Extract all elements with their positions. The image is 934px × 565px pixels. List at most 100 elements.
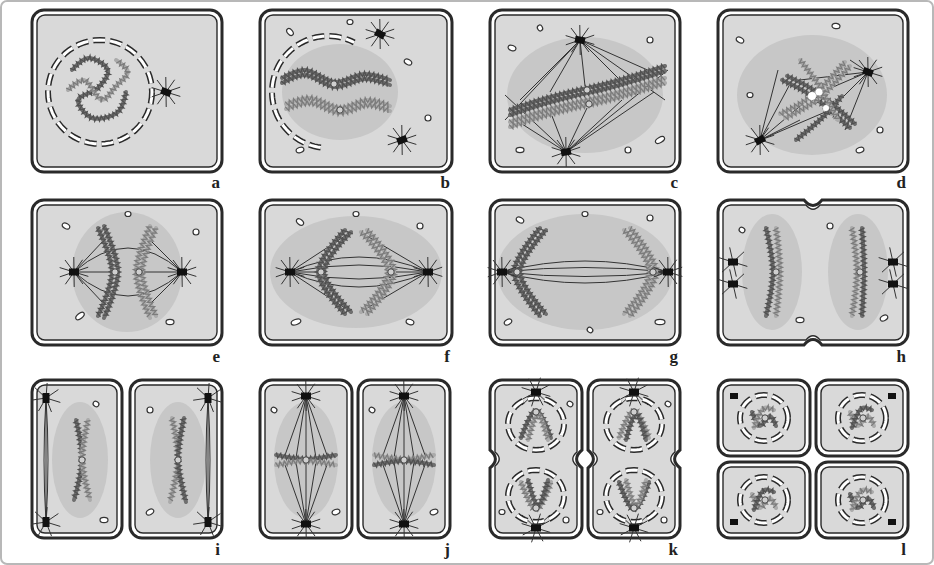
cell-wall — [37, 205, 217, 340]
chromatid — [525, 414, 549, 440]
centrosome — [574, 36, 585, 45]
vesicle — [536, 24, 543, 32]
chromatid — [281, 73, 387, 90]
nuclear-envelope — [508, 398, 564, 450]
centrosome — [366, 19, 395, 49]
centrosome — [301, 521, 311, 528]
centrosome — [69, 269, 79, 276]
cell-wall — [32, 10, 222, 172]
centrosome — [292, 509, 321, 539]
chromatid — [517, 230, 548, 315]
spindle-fibre — [150, 240, 182, 272]
vesicle — [647, 215, 653, 221]
spindle-fibre — [306, 462, 328, 524]
nuclear-envelope — [48, 40, 152, 144]
vesicle — [125, 212, 131, 217]
cell-wall — [130, 380, 222, 538]
centrosome — [879, 269, 908, 298]
spindle-fibre — [296, 396, 306, 458]
chromatid — [774, 228, 783, 316]
centromere — [136, 269, 142, 275]
centrosome — [629, 525, 639, 532]
vesicle — [661, 517, 667, 523]
spindle-fibre — [306, 462, 307, 524]
cell-wall — [130, 380, 222, 538]
centrosome — [423, 269, 433, 276]
cell-wall — [490, 10, 680, 172]
chromatid — [850, 487, 871, 509]
centrosome — [730, 519, 738, 525]
centromere — [175, 457, 181, 463]
vesicle — [285, 27, 294, 36]
chromatid — [285, 101, 388, 116]
cell-wall — [718, 200, 908, 345]
cell-wall — [593, 385, 675, 533]
vesicle — [664, 400, 672, 407]
spindle-zone — [150, 402, 206, 518]
cell-wall — [260, 200, 452, 345]
vesicle — [507, 44, 516, 52]
nuclear-envelope — [606, 470, 662, 522]
chromatid — [623, 414, 647, 440]
spindle-fibre — [404, 462, 405, 524]
centrosome — [522, 378, 551, 407]
cell-wall — [260, 380, 352, 538]
vesicle — [74, 311, 85, 321]
centromere — [631, 505, 637, 511]
cell-wall — [135, 385, 217, 533]
cell-wall — [265, 15, 447, 167]
vesicle — [147, 407, 153, 413]
centrosome — [285, 269, 295, 276]
chromatid — [168, 417, 180, 502]
centrosome — [888, 281, 898, 288]
centrosome — [654, 257, 683, 287]
centromere — [112, 269, 118, 275]
chromatid — [526, 479, 550, 508]
cell-wall — [816, 462, 908, 538]
nuclear-envelope — [508, 470, 564, 522]
chromatid — [175, 418, 188, 502]
spindle-fibre — [550, 40, 580, 92]
panel-letter: e — [212, 348, 220, 366]
centrosome — [205, 517, 212, 527]
cell-wall — [495, 385, 577, 533]
vesicle — [499, 510, 505, 515]
spindle-zone — [742, 214, 802, 330]
cells — [32, 10, 908, 538]
centromere — [860, 497, 866, 503]
centromere — [586, 101, 592, 107]
spindle-fibre — [74, 272, 182, 296]
chromatid — [784, 65, 850, 120]
centrosome — [560, 148, 571, 157]
cell-wall — [260, 380, 352, 538]
spindle-fibre — [150, 272, 182, 304]
chromatid — [624, 479, 648, 508]
chromatid — [623, 228, 653, 314]
centrosome — [399, 393, 409, 400]
panel-letter: j — [444, 541, 450, 559]
chromatid — [799, 58, 840, 118]
centrosome — [566, 25, 595, 55]
cell-wall — [32, 10, 222, 172]
centrosome — [396, 135, 408, 145]
vesicle — [655, 319, 665, 324]
cell-wall — [816, 380, 908, 456]
chromatid — [850, 405, 872, 428]
vesicle — [647, 37, 653, 43]
vesicle — [290, 318, 301, 326]
nuclear-envelope — [838, 477, 886, 523]
centrosome — [522, 514, 551, 543]
cell-wall — [490, 10, 680, 172]
centrosome — [205, 393, 212, 403]
centrosome — [193, 507, 222, 536]
centromere — [773, 269, 779, 275]
centromere — [631, 409, 637, 415]
centrosome — [177, 269, 187, 276]
cell-wall — [723, 385, 805, 451]
centrosome — [388, 125, 417, 155]
centromere — [514, 269, 520, 275]
panel-letter: b — [441, 174, 450, 192]
chromatid — [285, 101, 390, 116]
